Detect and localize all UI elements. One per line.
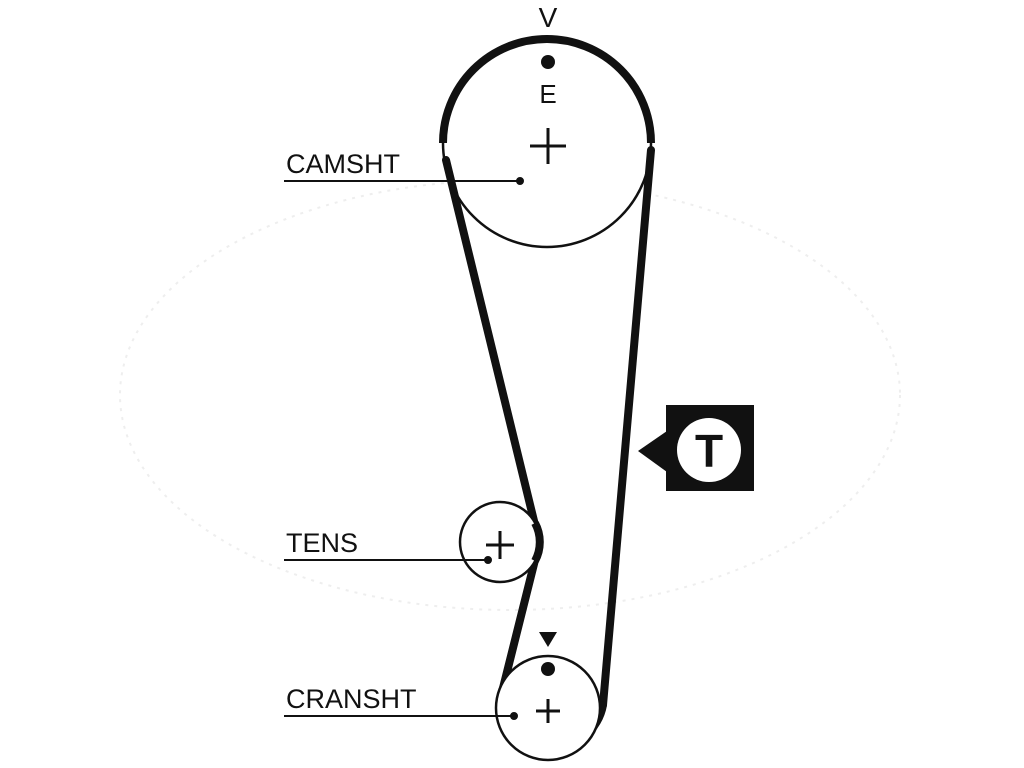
leader-lines	[284, 177, 524, 720]
crankshaft-center-cross	[536, 699, 560, 723]
camshaft-label: CAMSHT	[286, 149, 400, 179]
tension-badge: T	[638, 405, 754, 491]
belt-left-span-upper	[442, 156, 539, 529]
belt-right-span	[599, 146, 655, 709]
camshaft-timing-dot	[541, 55, 555, 69]
crankshaft-label: CRANSHT	[286, 684, 417, 714]
cam-mark-label: E	[539, 79, 556, 109]
tension-badge-letter: T	[695, 425, 723, 477]
crankshaft-timing-dot	[541, 662, 555, 676]
tension-arrow-icon	[638, 431, 667, 472]
top-mark-label: V	[539, 2, 558, 33]
tensioner-center-cross	[486, 531, 514, 559]
background-ellipse	[119, 179, 901, 611]
camshaft-center-cross	[530, 128, 566, 164]
triangle-down-icon	[539, 632, 557, 647]
tension-badge-circle	[677, 418, 741, 482]
tensioner-label: TENS	[286, 528, 358, 558]
